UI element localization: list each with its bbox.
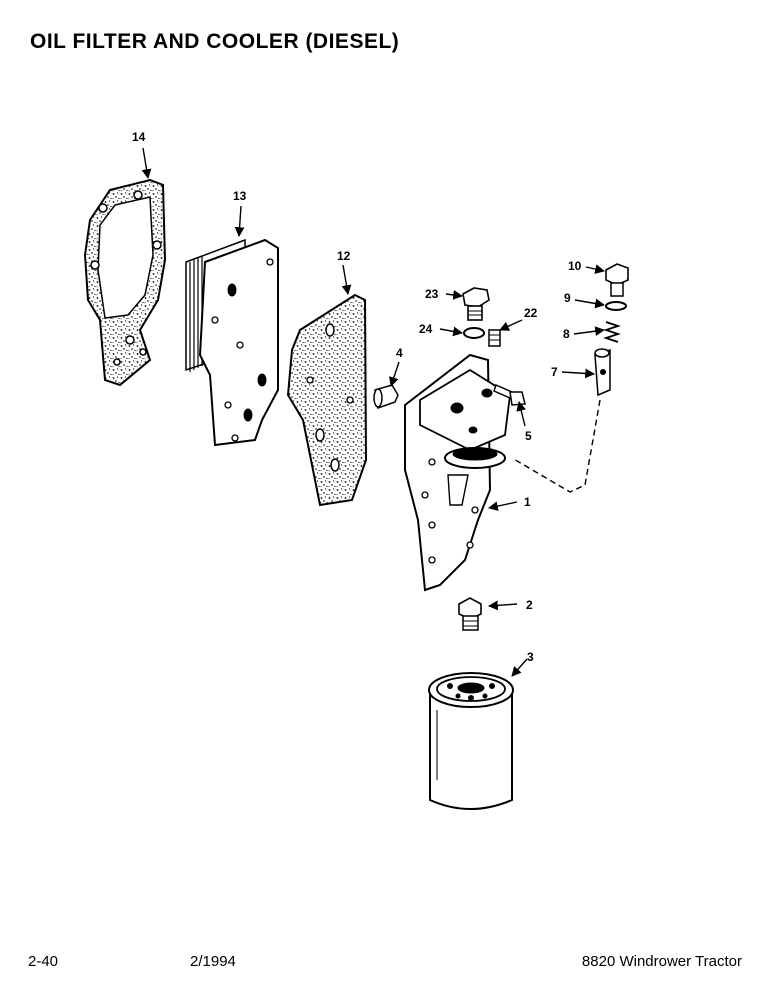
callout-7: 7 bbox=[551, 365, 558, 379]
callout-13: 13 bbox=[233, 189, 247, 203]
callout-23: 23 bbox=[425, 287, 439, 301]
washer-9 bbox=[605, 301, 627, 311]
spring-8 bbox=[603, 321, 621, 343]
callout-12: 12 bbox=[337, 249, 351, 263]
footer-date: 2/1994 bbox=[190, 953, 236, 970]
callout-2: 2 bbox=[526, 598, 533, 612]
callout-1: 1 bbox=[524, 495, 531, 509]
callout-10: 10 bbox=[568, 259, 582, 273]
fitting-22 bbox=[488, 329, 501, 347]
callout-4: 4 bbox=[396, 346, 403, 360]
oil-filter-3 bbox=[428, 672, 514, 810]
page-title: OIL FILTER AND COOLER (DIESEL) bbox=[30, 30, 400, 53]
plug-10 bbox=[605, 263, 629, 297]
plug-23 bbox=[462, 287, 490, 321]
callout-3: 3 bbox=[527, 650, 534, 664]
oil-cooler-13 bbox=[185, 238, 279, 447]
leader-arrows bbox=[141, 147, 605, 677]
callout-8: 8 bbox=[563, 327, 570, 341]
valve-7 bbox=[594, 348, 611, 397]
plug-4 bbox=[373, 384, 399, 410]
callout-5: 5 bbox=[525, 429, 532, 443]
gasket-14 bbox=[83, 178, 167, 387]
footer-page-number: 2-40 bbox=[28, 953, 59, 970]
filter-head-1 bbox=[404, 353, 511, 592]
callout-24: 24 bbox=[419, 322, 433, 336]
callout-14: 14 bbox=[132, 130, 146, 144]
callout-9: 9 bbox=[564, 291, 571, 305]
nipple-2 bbox=[458, 597, 482, 631]
o-ring-24 bbox=[463, 327, 485, 339]
assembly-leader-line bbox=[511, 399, 601, 493]
callout-22: 22 bbox=[524, 306, 538, 320]
footer-model: 8820 Windrower Tractor bbox=[581, 953, 742, 970]
bolt-5 bbox=[493, 384, 526, 406]
gasket-12 bbox=[286, 293, 368, 507]
